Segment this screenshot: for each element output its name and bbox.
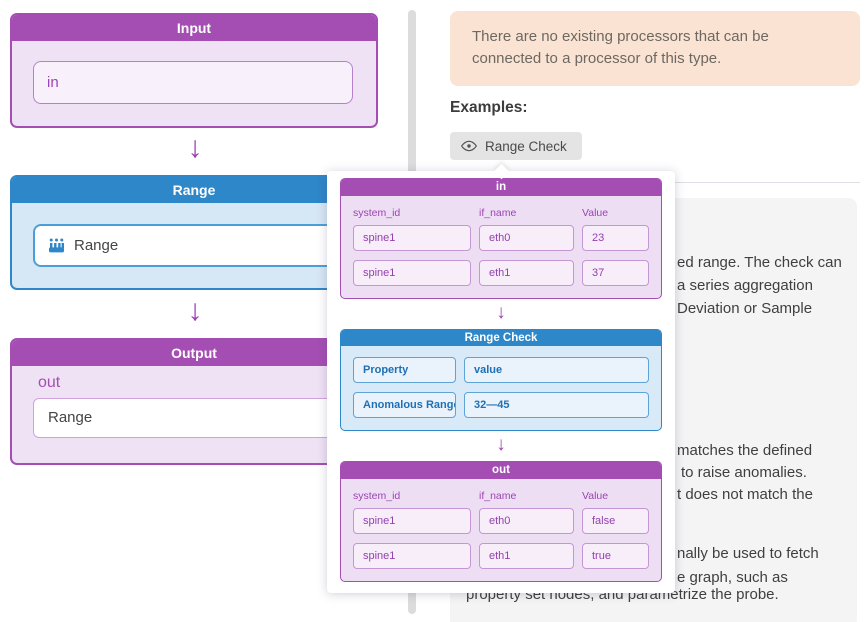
alert-banner: There are no existing processors that ca…	[450, 11, 860, 86]
cell-if-name: eth0	[479, 508, 574, 534]
example-button-label: Range Check	[485, 138, 567, 154]
property-row: Property value	[353, 357, 649, 383]
description-text: nally be used to fetch	[677, 545, 819, 562]
cell-system-id: spine1	[353, 225, 471, 251]
cell-value: false	[582, 508, 649, 534]
cell-value: 23	[582, 225, 649, 251]
output-node[interactable]: Output out Range	[10, 338, 378, 465]
range-processor-node[interactable]: Range Range	[10, 175, 378, 290]
cell-if-name: eth1	[479, 543, 574, 569]
cell-if-name: eth1	[479, 260, 574, 286]
popup-out-table: out system_id if_name Value spine1 eth0 …	[340, 461, 662, 582]
popup-in-title: in	[341, 179, 661, 196]
input-port-in[interactable]: in	[33, 61, 353, 104]
popup-out-title: out	[341, 462, 661, 479]
flow-arrow-icon: ↓	[187, 294, 203, 327]
range-icon	[49, 238, 64, 253]
range-processor-field[interactable]: Range	[33, 224, 353, 267]
input-node-title: Input	[12, 15, 376, 41]
property-value: value	[464, 357, 649, 383]
column-header: Value	[582, 490, 609, 502]
table-row: spine1 eth0 false	[353, 508, 649, 534]
alert-text: There are no existing processors that ca…	[472, 28, 769, 67]
cell-value: true	[582, 543, 649, 569]
description-text: ed range. The check can	[677, 254, 842, 271]
output-node-title: Output	[12, 340, 376, 366]
column-header: if_name	[479, 490, 517, 502]
examples-heading: Examples:	[450, 99, 528, 116]
popup-in-table: in system_id if_name Value spine1 eth0 2…	[340, 178, 662, 299]
flow-arrow-icon: ↓	[496, 434, 506, 455]
column-header: if_name	[479, 207, 517, 219]
range-node-title: Range	[12, 177, 376, 203]
popup-range-check-node: Range Check Property value Anomalous Ran…	[340, 329, 662, 431]
output-port-out: out	[38, 374, 61, 391]
flow-arrow-icon: ↓	[496, 302, 506, 323]
description-text: a series aggregation	[677, 277, 813, 294]
column-header: system_id	[353, 207, 401, 219]
table-row: spine1 eth1 37	[353, 260, 649, 286]
property-row: Anomalous Range 32—45	[353, 392, 649, 418]
description-text: matches the defined	[677, 442, 813, 459]
output-field[interactable]: Range	[33, 398, 351, 438]
range-check-example-button[interactable]: Range Check	[450, 132, 582, 160]
description-text: e graph, such as	[677, 569, 788, 586]
table-row: spine1 eth1 true	[353, 543, 649, 569]
cell-system-id: spine1	[353, 508, 471, 534]
property-key: Property	[353, 357, 456, 383]
popup-caret	[493, 163, 510, 180]
anomalous-range-value: 32—45	[464, 392, 649, 418]
column-header: system_id	[353, 490, 401, 502]
table-row: spine1 eth0 23	[353, 225, 649, 251]
example-preview-popup: in system_id if_name Value spine1 eth0 2…	[327, 163, 675, 593]
description-text: Deviation or Sample	[677, 300, 813, 317]
description-text: t does not match the	[677, 486, 813, 503]
column-header: Value	[582, 207, 609, 219]
cell-value: 37	[582, 260, 649, 286]
cell-system-id: spine1	[353, 543, 471, 569]
input-node[interactable]: Input in	[10, 13, 378, 128]
cell-if-name: eth0	[479, 225, 574, 251]
cell-system-id: spine1	[353, 260, 471, 286]
description-text: to raise anomalies.	[681, 464, 807, 481]
flow-arrow-icon: ↓	[187, 131, 203, 164]
anomalous-range-key: Anomalous Range	[353, 392, 456, 418]
popup-range-check-title: Range Check	[341, 330, 661, 346]
range-field-label: Range	[74, 237, 119, 254]
eye-icon	[461, 140, 477, 152]
